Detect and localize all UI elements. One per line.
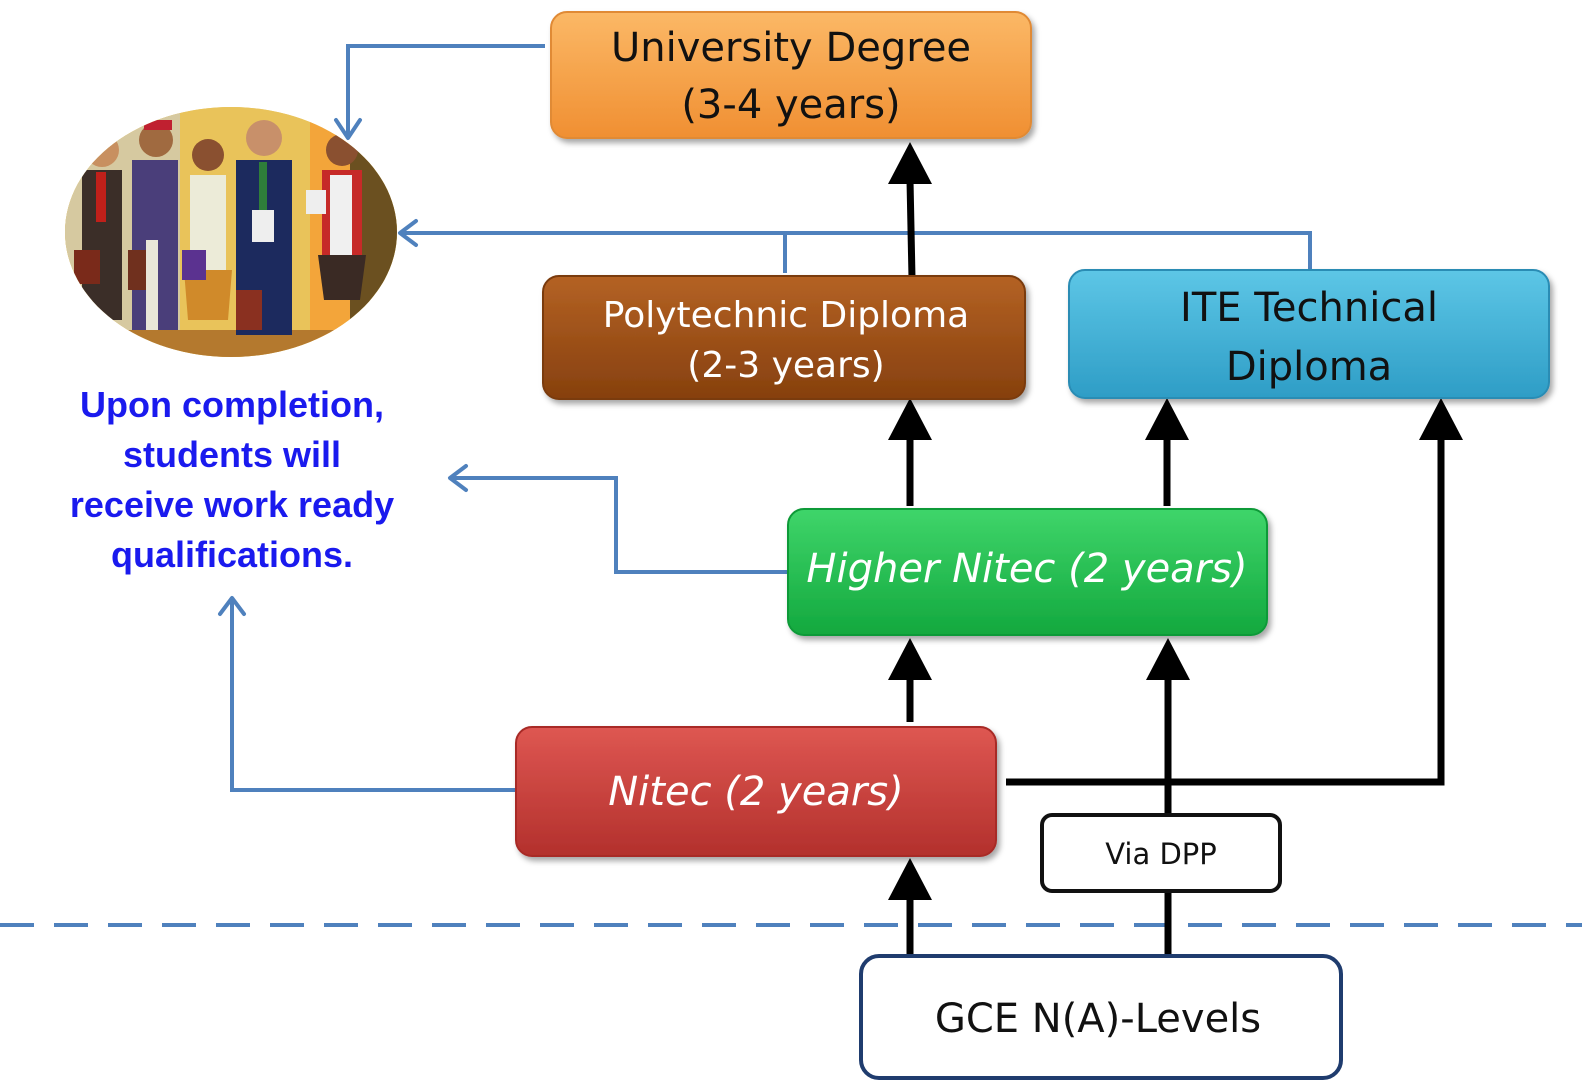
line-poly-to-university bbox=[906, 179, 916, 279]
output-arrowheads bbox=[218, 118, 468, 616]
ite-line1: ITE Technical bbox=[1180, 285, 1438, 331]
caption-line3: receive work ready bbox=[70, 484, 394, 525]
arrowhead-down-workers bbox=[334, 118, 362, 140]
arrowhead-highernitec-right bbox=[1146, 638, 1190, 680]
line-nitec-to-ite bbox=[1006, 436, 1445, 786]
node-nitec bbox=[515, 726, 997, 857]
university-line2: (3-4 years) bbox=[681, 82, 900, 128]
arrowhead-up-caption bbox=[218, 596, 246, 616]
arrowhead-university bbox=[888, 142, 932, 184]
node-polytechnic-diploma bbox=[542, 275, 1026, 400]
ite-line2: Diploma bbox=[1226, 344, 1392, 390]
arrowhead-left-workers bbox=[398, 219, 418, 247]
arrowhead-left-caption bbox=[448, 464, 468, 492]
connector-nitec-to-caption bbox=[230, 598, 517, 792]
via-dpp-label: Via DPP bbox=[1105, 837, 1217, 871]
node-via-dpp bbox=[1040, 813, 1282, 893]
arrowhead-nitec bbox=[888, 858, 932, 900]
polytechnic-line2: (2-3 years) bbox=[687, 345, 884, 386]
progression-arrowheads bbox=[888, 142, 1463, 900]
higher-nitec-label: Higher Nitec (2 years) bbox=[806, 546, 1247, 592]
connector-highernitec-to-caption bbox=[450, 476, 787, 574]
node-gce-n-a-levels bbox=[859, 954, 1343, 1080]
node-university-degree bbox=[550, 11, 1032, 139]
nitec-label: Nitec (2 years) bbox=[608, 769, 904, 815]
arrowhead-poly bbox=[888, 398, 932, 440]
arrowhead-ite-left bbox=[1145, 398, 1189, 440]
arrowhead-highernitec-left bbox=[888, 638, 932, 680]
connector-university-to-workers bbox=[346, 44, 545, 138]
node-ite-technical-diploma bbox=[1068, 269, 1550, 399]
university-line1: University Degree bbox=[611, 25, 971, 71]
gce-label: GCE N(A)-Levels bbox=[935, 996, 1261, 1042]
caption-line2: students will bbox=[123, 434, 341, 475]
caption-line1: Upon completion, bbox=[80, 384, 384, 425]
node-higher-nitec bbox=[787, 508, 1268, 636]
caption-line4: qualifications. bbox=[111, 534, 353, 575]
polytechnic-line1: Polytechnic Diploma bbox=[603, 295, 969, 336]
workers-illustration bbox=[65, 107, 397, 357]
connector-poly-ite-to-workers bbox=[783, 231, 1312, 273]
arrowhead-ite-right bbox=[1419, 398, 1463, 440]
output-connectors bbox=[230, 44, 1312, 792]
